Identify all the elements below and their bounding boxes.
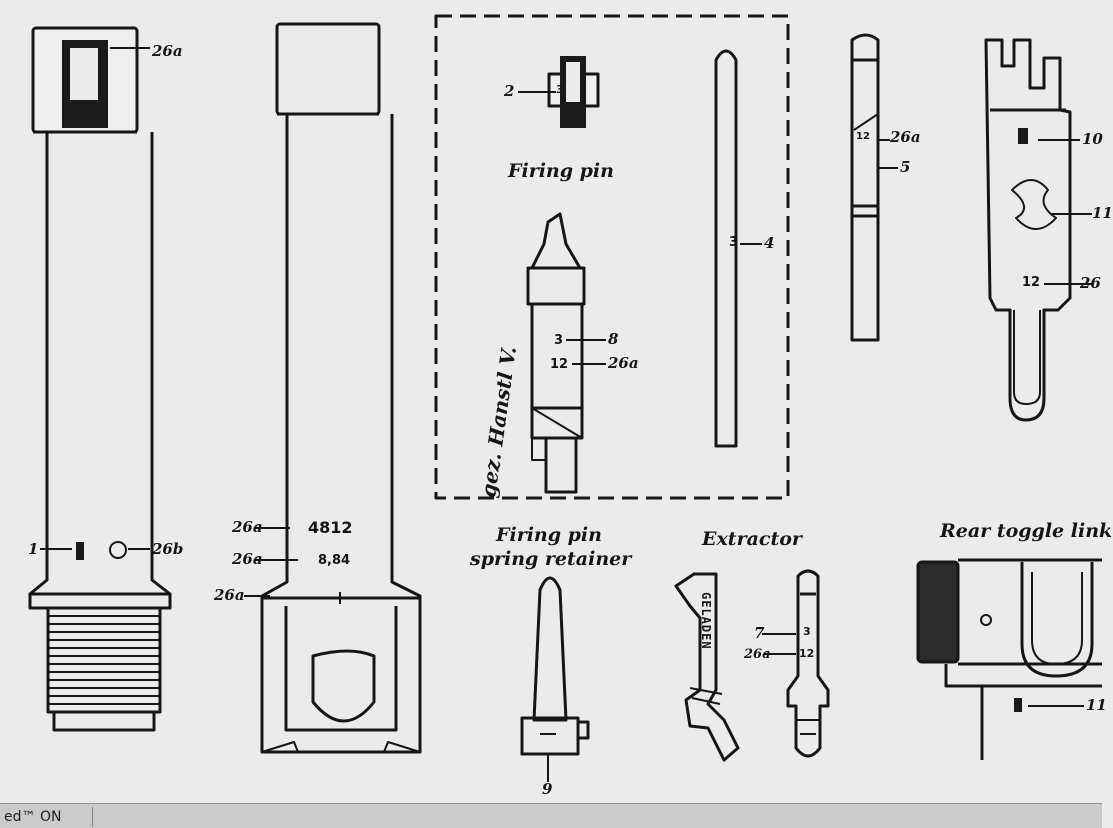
status-text: ed™ ON [0, 807, 93, 827]
callout-pin-head-ref: 2 [504, 82, 515, 100]
barrel-drawing [28, 26, 172, 732]
strip-a: 12 [856, 131, 870, 142]
extractor-b: 12 [799, 647, 815, 660]
firing-pin-head [518, 56, 600, 128]
callout-strip-b-ref: 5 [900, 158, 911, 176]
receiver-caliber: 8,84 [318, 553, 351, 568]
extractor-plunger [762, 569, 830, 758]
extractor-stamp: GELADEN [699, 592, 713, 650]
title-firing-pin: Firing pin [508, 160, 614, 182]
callout-receiver-serial-ref: 26a [232, 518, 263, 536]
callout-strip-a-ref: 26a [890, 128, 921, 146]
callout-barrel-left: 1 [28, 540, 39, 558]
callout-retainer-ref: 9 [542, 780, 553, 798]
title-spring-retainer-line2: spring retainer [470, 548, 632, 570]
callout-barrel-top: 26a [152, 42, 183, 60]
title-extractor: Extractor [702, 528, 802, 550]
extractor-claw [674, 572, 740, 762]
firing-pin-box [434, 14, 790, 500]
callout-barrel-right: 26b [152, 540, 184, 558]
pin-body-a: 3 [554, 333, 564, 348]
status-bar: ed™ ON [0, 803, 1102, 828]
pin-body-b: 12 [550, 357, 569, 372]
callout-receiver-caliber-ref: 26a [232, 550, 263, 568]
callout-rod-ref: 4 [764, 234, 775, 252]
callout-extractor-a-ref: 7 [754, 624, 765, 642]
title-spring-retainer-line1: Firing pin [496, 524, 602, 546]
rear-toggle-drawing [916, 558, 1102, 760]
front-toggle-link [984, 38, 1092, 422]
receiver-serial: 4812 [308, 518, 353, 537]
callout-extractor-b-ref: 26a [744, 647, 771, 662]
rod-digit: 3 [729, 235, 739, 250]
callout-toggle-mid-ref: 11 [1092, 204, 1113, 222]
pin-head-digit: 3 [556, 83, 564, 96]
firing-pin-rod [714, 49, 762, 448]
receiver-drawing [244, 22, 422, 754]
callout-toggle-num-ref: 26 [1080, 274, 1101, 292]
firing-pin-body [526, 212, 606, 494]
extractor-a: 3 [803, 625, 811, 638]
callout-toggle-top-ref: 10 [1082, 130, 1103, 148]
callout-rear-toggle-ref: 11 [1086, 696, 1107, 714]
callout-receiver-low-ref: 26a [214, 586, 245, 604]
title-rear-toggle-link: Rear toggle link [940, 520, 1113, 542]
toggle-num: 12 [1022, 275, 1041, 290]
spring-retainer [520, 576, 590, 782]
callout-pin-body-b-ref: 26a [608, 354, 639, 372]
narrow-strip [850, 33, 898, 342]
callout-pin-body-a-ref: 8 [608, 330, 619, 348]
